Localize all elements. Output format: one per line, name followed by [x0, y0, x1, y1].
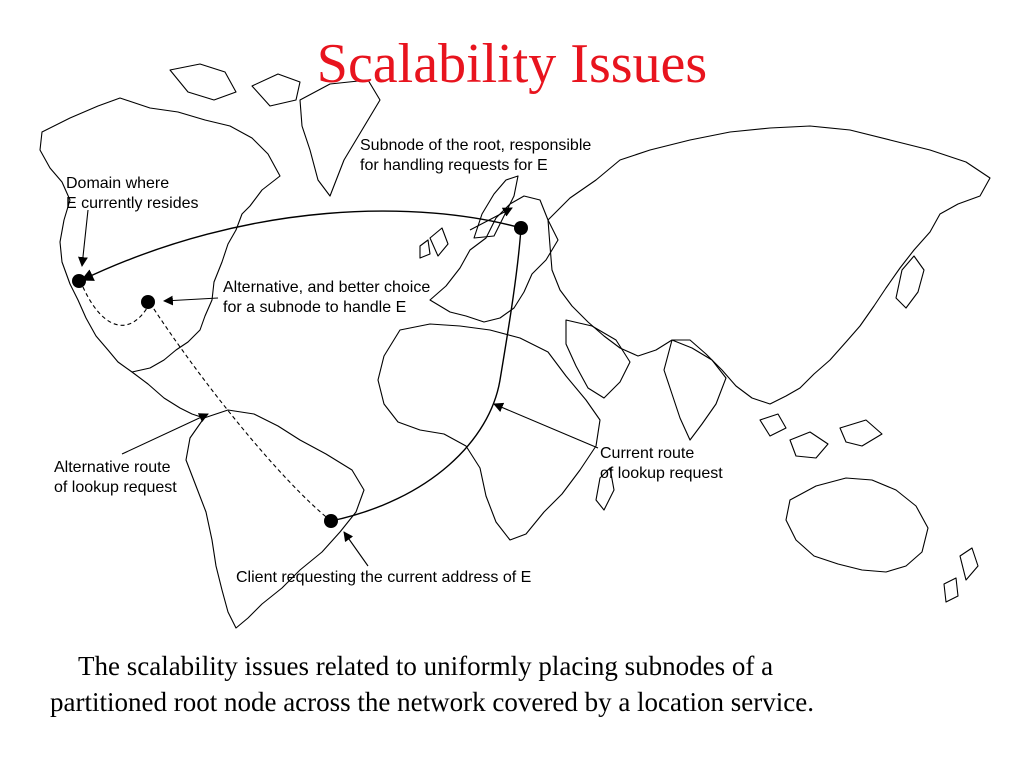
japan-outline	[895, 255, 925, 309]
north-america-outline	[39, 97, 281, 373]
current-route-line	[330, 227, 522, 522]
subnode-label-line2: for handling requests for E	[360, 157, 548, 174]
australia-outline	[785, 477, 929, 573]
root-subnode-node	[514, 221, 528, 235]
india-outline	[663, 339, 727, 441]
client-node	[324, 514, 338, 528]
subnode-label: Subnode of the root, responsible for han…	[360, 136, 591, 176]
british-isles-outline	[419, 227, 449, 259]
madagascar-outline	[595, 467, 615, 511]
domain-label: Domain where E currently resides	[66, 174, 199, 214]
caption-line2: partitioned root node across the network…	[50, 687, 814, 717]
current-route-label-pointer	[493, 402, 599, 449]
scandinavia-outline	[473, 175, 519, 239]
continent-outlines	[39, 63, 991, 629]
europe-outline	[429, 195, 559, 323]
alternative-route-label-line1: Alternative route	[54, 459, 171, 476]
domain-label-pointer	[78, 209, 89, 267]
arabia-outline	[565, 319, 631, 399]
greenland-outline	[299, 79, 381, 197]
south-america-outline	[185, 409, 365, 629]
alternative-choice-label-line1: Alternative, and better choice	[223, 279, 431, 296]
domain-label-line1: Domain where	[66, 175, 170, 192]
alternative-route-to-domain-line	[79, 279, 151, 326]
caption: The scalability issues related to unifor…	[20, 648, 1020, 720]
alternative-choice-label: Alternative, and better choice for a sub…	[223, 278, 430, 318]
arctic-islands-outline	[169, 63, 301, 107]
page-title: Scalability Issues	[316, 33, 708, 95]
domain-connection-line	[80, 210, 522, 281]
central-america-outline	[131, 371, 205, 419]
caption-line1: The scalability issues related to unifor…	[78, 651, 774, 681]
domain-label-line2: E currently resides	[66, 195, 199, 212]
current-route-label: Current route of lookup request	[600, 444, 723, 484]
client-label-pointer	[343, 531, 369, 567]
alternative-subnode-node	[141, 295, 155, 309]
alternative-route-label: Alternative route of lookup request	[54, 458, 177, 498]
alternative-route-label-pointer	[121, 413, 209, 455]
subnode-label-pointer	[469, 207, 513, 231]
subnode-label-line1: Subnode of the root, responsible	[360, 137, 592, 154]
asia-outline	[547, 125, 991, 405]
alternative-route-line	[149, 302, 332, 522]
current-route-label-line2: of lookup request	[600, 465, 723, 482]
africa-outline	[377, 323, 601, 541]
new-zealand-outline	[943, 547, 979, 603]
current-route-label-line1: Current route	[600, 445, 695, 462]
alternative-choice-label-line2: for a subnode to handle E	[223, 299, 407, 316]
client-label: Client requesting the current address of…	[236, 569, 532, 586]
alternative-choice-label-pointer	[163, 295, 219, 306]
alternative-route-label-line2: of lookup request	[54, 479, 177, 496]
domain-node	[72, 274, 86, 288]
southeast-asia-islands-outline	[759, 413, 883, 459]
